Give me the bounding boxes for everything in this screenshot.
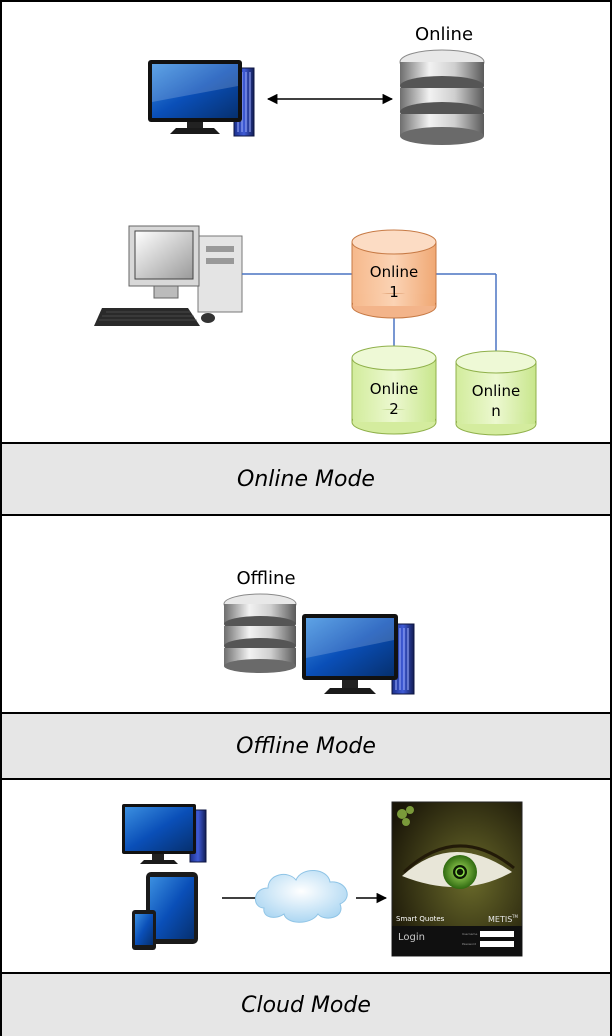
online-mode-caption: Online Mode — [2, 444, 610, 514]
offline-server-label: Offline — [236, 568, 295, 589]
cloud-mode-caption: Cloud Mode — [2, 974, 610, 1036]
database-online-1: Online 1 — [351, 229, 437, 319]
cloud-desktop-computer-icon — [122, 804, 207, 864]
offline-mode-caption: Offline Mode — [2, 714, 610, 778]
app-username-label: Username — [462, 932, 477, 936]
app-username-field — [480, 931, 514, 937]
online-server-label: Online — [415, 24, 473, 45]
app-password-field — [480, 941, 514, 947]
crt-workstation-icon — [94, 225, 243, 326]
online-diagram: Online — [94, 24, 537, 436]
db2-label-line2: 2 — [389, 400, 399, 418]
dbn-label-line2: n — [491, 402, 501, 420]
database-online-n: Online n — [455, 350, 537, 436]
offline-database-icon — [223, 593, 297, 673]
database-online-2: Online 2 — [351, 345, 437, 435]
cloud-diagram: Smart Quotes METIS TM Login Username Pas… — [122, 801, 523, 957]
app-brand-trademark: TM — [511, 914, 518, 919]
metis-app-screenshot: Smart Quotes METIS TM Login Username Pas… — [391, 801, 523, 957]
database-server-icon: Online — [399, 24, 485, 145]
app-password-label: Password — [462, 942, 476, 946]
app-logo-icon — [397, 806, 414, 826]
app-smart-quotes-label: Smart Quotes — [396, 915, 445, 923]
phone-icon — [132, 910, 156, 950]
network-connections — [242, 273, 497, 362]
app-brand-label: METIS — [488, 915, 512, 924]
dbn-label-line1: Online — [472, 382, 520, 400]
tablet-icon — [146, 872, 198, 944]
offline-diagram: Offline — [223, 568, 415, 695]
offline-mode-illustration: Offline — [2, 516, 610, 712]
db2-label-line1: Online — [370, 380, 418, 398]
db1-label-line2: 1 — [389, 283, 399, 301]
cloud-icon — [255, 870, 348, 923]
app-login-label: Login — [398, 932, 425, 943]
cloud-mode-illustration: Smart Quotes METIS TM Login Username Pas… — [2, 780, 610, 974]
offline-desktop-computer-icon — [302, 614, 415, 695]
online-mode-illustration: Online — [2, 2, 610, 442]
db1-label-line1: Online — [370, 263, 418, 281]
desktop-computer-icon — [148, 60, 255, 137]
